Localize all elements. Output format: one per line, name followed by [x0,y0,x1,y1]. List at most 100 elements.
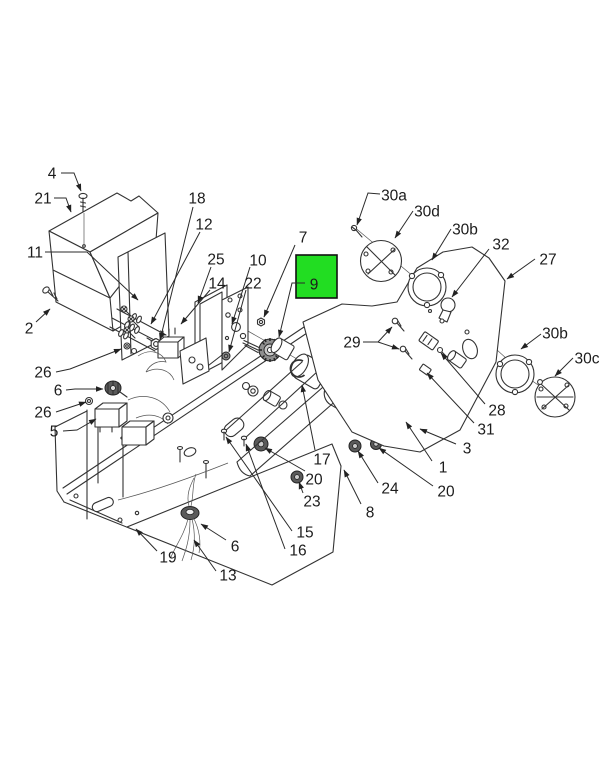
ring-30b-top [407,267,447,309]
leader-line-11 [45,251,139,301]
grommet [180,506,200,520]
leader-line-25 [197,266,212,304]
leader-line-28 [440,352,486,405]
leader-line-19 [135,528,158,552]
panel-screws-29 [391,317,413,360]
leader-line-9 [278,282,305,338]
leader-line-2 [35,308,51,323]
callout-label-1[interactable]: 1 [439,460,448,477]
leader-line-6 [65,386,104,392]
screw-4 [78,192,88,248]
leader-line-18 [159,206,194,341]
leader-line-21 [54,197,72,213]
callout-label-20[interactable]: 20 [437,484,455,501]
callout-label-6[interactable]: 6 [54,383,63,400]
leader-line-12 [150,231,201,325]
callout-label-19[interactable]: 19 [159,550,176,567]
c-clip [289,359,306,378]
leader-line-24 [357,450,379,484]
washer-stack [241,381,288,410]
callout-label-16[interactable]: 16 [289,543,306,560]
callout-label-25[interactable]: 25 [207,252,224,269]
leader-line-30c [554,357,574,377]
callout-label-27[interactable]: 27 [539,252,556,269]
leader-line-3 [419,428,457,445]
leader-line-26 [55,348,122,373]
knurled-nut-24 [348,439,362,453]
callout-label-18[interactable]: 18 [188,191,205,208]
panel-screws [120,305,140,355]
long-rods [220,361,319,447]
knurled-nut-23 [290,470,304,484]
leader-line-30b [431,228,452,261]
leader-line-17 [300,384,316,451]
screw-2 [42,286,59,302]
callout-label-22[interactable]: 22 [244,276,261,293]
knurled-knob [104,380,128,398]
callout-label-23[interactable]: 23 [303,494,320,511]
callout-label-30c[interactable]: 30c [575,351,600,368]
callout-label-26[interactable]: 26 [34,405,51,422]
callout-label-32[interactable]: 32 [492,237,509,254]
small-bracket [179,337,210,385]
callout-label-31[interactable]: 31 [477,422,494,439]
callout-label-28[interactable]: 28 [488,403,505,420]
cover-30d [359,239,403,283]
support-arm [223,380,340,477]
leader-line-30d [394,210,414,239]
leader-line-7 [263,244,296,318]
leader-line-32 [451,248,490,298]
cover-30c [534,376,576,418]
callout-label-14[interactable]: 14 [208,276,226,293]
knurled-nut-20l [253,436,269,452]
callout-label-8[interactable]: 8 [366,505,375,522]
small-cylinder [270,337,295,361]
callout-label-9[interactable]: 9 [310,277,319,294]
callout-label-13[interactable]: 13 [219,568,236,585]
relay-2 [121,420,155,446]
leader-line-22 [228,289,247,353]
nut-7 [256,317,266,327]
callout-label-10[interactable]: 10 [249,253,267,270]
leader-line-8 [343,469,362,505]
callout-label-6[interactable]: 6 [231,539,240,556]
wire-loops [137,351,175,381]
callout-label-24[interactable]: 24 [381,481,399,498]
callout-label-5[interactable]: 5 [50,424,59,441]
callout-label-21[interactable]: 21 [34,191,51,208]
callout-label-15[interactable]: 15 [296,525,313,542]
callout-label-11[interactable]: 11 [27,245,43,262]
highlighted-part-9[interactable] [295,254,338,299]
callout-label-4[interactable]: 4 [48,166,57,183]
mounting-studs [95,422,126,498]
callout-label-30a[interactable]: 30a [381,188,407,205]
callout-label-30b[interactable]: 30b [452,222,478,239]
callout-label-30d[interactable]: 30d [414,204,440,221]
leader-line-30b [520,333,542,350]
callout-label-26[interactable]: 26 [34,365,51,382]
leader-line-30a [356,192,381,226]
leader-line-16 [245,443,286,550]
leader-line-15 [225,436,293,532]
callout-label-12[interactable]: 12 [195,217,212,234]
nut-26-lower [84,396,94,406]
leader-line-10 [231,266,251,325]
callout-label-17[interactable]: 17 [313,452,330,469]
bulb-32 [438,297,456,324]
leader-line-26 [55,401,87,413]
leader-line-1 [405,421,433,462]
callout-label-20[interactable]: 20 [305,472,323,489]
leader-line-27 [506,258,536,280]
callout-label-29[interactable]: 29 [343,335,360,352]
leader-line-6 [200,523,227,541]
callout-label-7[interactable]: 7 [299,230,308,247]
ring-30b-bottom [495,354,535,396]
callout-label-30b[interactable]: 30b [542,326,568,343]
nut-22 [221,351,231,361]
callout-label-2[interactable]: 2 [25,321,34,338]
leader-line-20 [378,447,434,487]
callout-label-3[interactable]: 3 [463,441,472,458]
leader-line-4 [61,172,82,192]
